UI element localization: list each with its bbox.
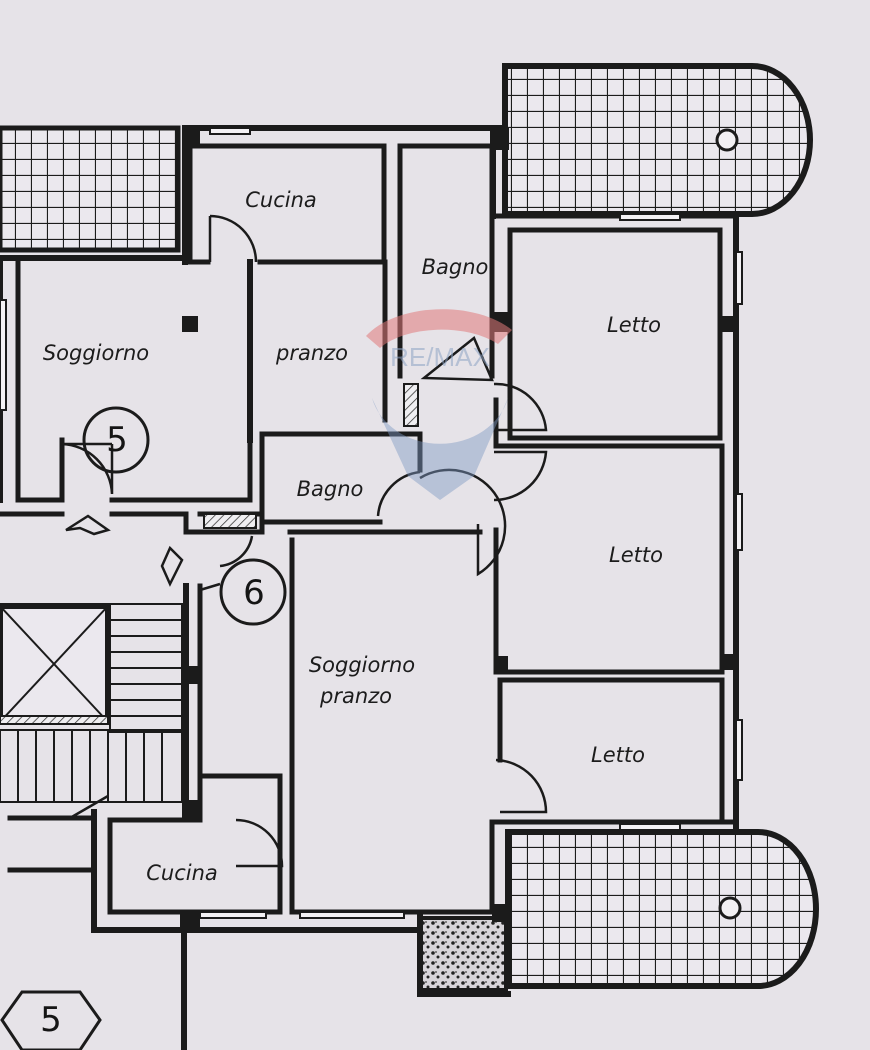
terrace-top-right — [502, 63, 813, 217]
watermark-text: RE/MAX — [390, 342, 490, 372]
unit-marker-6: 6 — [243, 573, 265, 613]
room-label-cucina-upper: Cucina — [245, 188, 317, 212]
terrace-top-left — [0, 125, 181, 253]
room-label-cucina-lower: Cucina — [146, 861, 218, 885]
unit-markers: 5 6 5 — [0, 406, 287, 1050]
room-label-letto-middle: Letto — [609, 543, 663, 567]
floor-marker-5: 5 — [40, 1000, 62, 1040]
unit-marker-5: 5 — [106, 420, 128, 460]
drain-bottom-right — [718, 896, 742, 920]
remax-watermark: RE/MAX — [366, 309, 512, 500]
room-label-soggiorno-upper: Soggiorno — [43, 341, 149, 365]
room-label-bagno-upper: Bagno — [422, 255, 489, 279]
windows — [0, 127, 743, 919]
planter-bottom — [418, 916, 508, 992]
room-label-bagno-middle: Bagno — [297, 477, 364, 501]
stairwell — [0, 603, 183, 820]
room-label-soggiorno-lower: Soggiorno — [309, 653, 415, 677]
doors — [61, 214, 548, 868]
unit-marker-5-circle — [82, 406, 150, 474]
drain-top-right — [715, 128, 739, 152]
room-label-letto-lower: Letto — [591, 743, 645, 767]
unit-marker-6-circle — [219, 558, 287, 626]
terrace-bottom-right — [505, 829, 819, 989]
floor-marker-hexagon — [0, 990, 102, 1050]
room-label-letto-upper: Letto — [607, 313, 661, 337]
terraces — [0, 63, 819, 992]
room-label-pranzo-upper: pranzo — [275, 341, 348, 365]
room-label-pranzo-lower: pranzo — [319, 684, 392, 708]
room-labels: Cucina Bagno Letto Soggiorno pranzo Bagn… — [43, 188, 663, 885]
